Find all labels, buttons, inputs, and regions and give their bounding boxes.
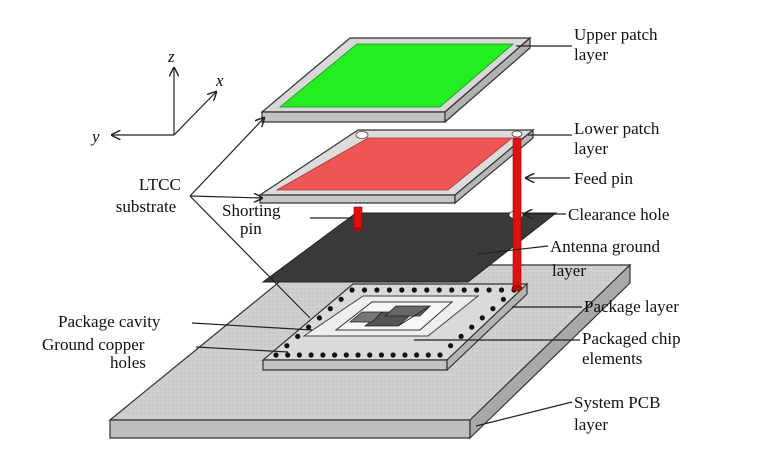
lower-patch-layer [258, 128, 535, 205]
ground-copper-hole [448, 343, 454, 349]
ground-copper-hole [500, 296, 506, 302]
ground-copper-hole [411, 287, 417, 293]
ground-copper-hole [374, 287, 380, 293]
axis-y-label: y [90, 127, 100, 146]
ground-copper-holes [273, 287, 517, 358]
shorting-pin-label: Shorting pin [222, 201, 285, 238]
packaged-chip-elements [334, 301, 454, 331]
ground-copper-hole [399, 287, 405, 293]
ground-copper-hole [308, 352, 314, 358]
lower-patch [275, 137, 514, 191]
ground-copper-hole [285, 352, 291, 358]
feed-pin [511, 137, 523, 292]
ground-copper-hole [284, 343, 290, 349]
ground-copper-hole [332, 352, 338, 358]
ground-copper-hole [306, 324, 312, 330]
ltcc-substrate-label: LTCC substrate [116, 175, 185, 216]
package-layer-label: Package layer [584, 297, 679, 316]
ground-copper-hole [367, 352, 373, 358]
ground-copper-hole [343, 352, 349, 358]
ground-copper-hole [349, 287, 355, 293]
ground-copper-hole [273, 352, 279, 358]
ground-copper-hole [461, 287, 467, 293]
ground-copper-hole [474, 287, 480, 293]
coordinate-axes: z x y [90, 47, 224, 146]
ground-copper-hole [458, 333, 464, 339]
ground-copper-hole [295, 333, 301, 339]
system-pcb-label: System PCB layer [574, 393, 665, 434]
ground-copper-label: Ground copper holes [42, 335, 149, 372]
package-cavity-label: Package cavity [58, 312, 161, 331]
feed-pin-label: Feed pin [574, 169, 634, 188]
upper-patch [278, 43, 515, 108]
ground-copper-hole [320, 352, 326, 358]
ground-copper-hole [355, 352, 361, 358]
ground-copper-hole [386, 287, 392, 293]
axis-z-label: z [167, 47, 175, 66]
ground-copper-hole [361, 287, 368, 293]
ground-copper-hole [437, 352, 443, 358]
labels-right: Upper patch layer Lower patch layer Feed… [550, 25, 685, 434]
ground-copper-hole [479, 315, 485, 321]
upper-patch-label: Upper patch layer [574, 25, 662, 64]
shorting-pin [353, 206, 363, 231]
callout-lines-left [189, 118, 352, 353]
ground-copper-hole [296, 352, 302, 358]
ground-copper-hole [327, 306, 333, 312]
ground-copper-hole [402, 352, 408, 358]
antenna-ground-label: Antenna ground layer [550, 237, 664, 280]
ground-copper-hole [378, 352, 384, 358]
ground-copper-hole [486, 287, 492, 293]
ground-copper-hole [390, 352, 396, 358]
package-layer [261, 282, 529, 372]
ground-copper-hole [338, 296, 344, 302]
ground-copper-hole [436, 287, 442, 293]
ground-copper-hole [449, 287, 455, 293]
ground-copper-hole [425, 352, 431, 358]
labels-left: LTCC substrate Shorting pin Package cavi… [42, 175, 285, 372]
lower-patch-label: Lower patch layer [574, 119, 664, 158]
axis-x-label: x [215, 71, 224, 90]
packaged-chip-label: Packaged chip elements [582, 329, 685, 368]
clearance-hole-label: Clearance hole [568, 205, 669, 224]
ground-copper-hole [498, 287, 505, 293]
ground-copper-hole [490, 306, 496, 312]
callout-lines-right [414, 45, 582, 427]
ground-copper-hole [316, 315, 322, 321]
upper-patch-layer [260, 36, 532, 124]
ground-copper-hole [469, 324, 475, 330]
ground-copper-hole [424, 287, 430, 293]
ground-copper-hole [414, 352, 420, 358]
